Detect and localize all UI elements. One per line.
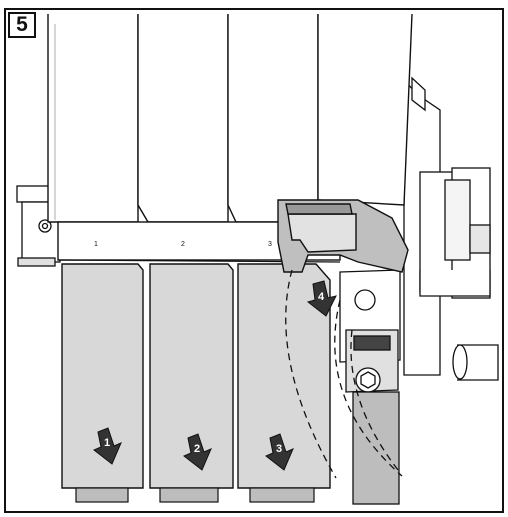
panel-feet (75, 487, 315, 503)
arrow-label-1: 1 (104, 437, 110, 449)
slot-label-2: 2 (181, 241, 185, 248)
removable-bracket (277, 199, 409, 273)
figure-frame (4, 8, 504, 513)
arrow-label-2: 2 (194, 443, 200, 455)
slot-label-3: 3 (268, 241, 272, 248)
filter-panels (61, 263, 331, 489)
arrow-label-3: 3 (276, 443, 282, 455)
arrow-label-4: 4 (318, 291, 325, 303)
arrow-down-icon-3 (265, 433, 294, 471)
arrow-down-icon-4 (306, 280, 337, 317)
left-bracket (16, 185, 61, 267)
upper-housings (47, 13, 413, 223)
dashed-swing-path (285, 269, 403, 479)
slot-label-1: 1 (94, 241, 98, 248)
arrow-down-icon-2 (183, 433, 212, 471)
connector-column (339, 269, 401, 505)
step-number-badge: 5 (8, 12, 36, 38)
arrow-down-icon-1 (93, 427, 122, 465)
step-number: 5 (16, 13, 28, 36)
machine-body (403, 76, 499, 381)
